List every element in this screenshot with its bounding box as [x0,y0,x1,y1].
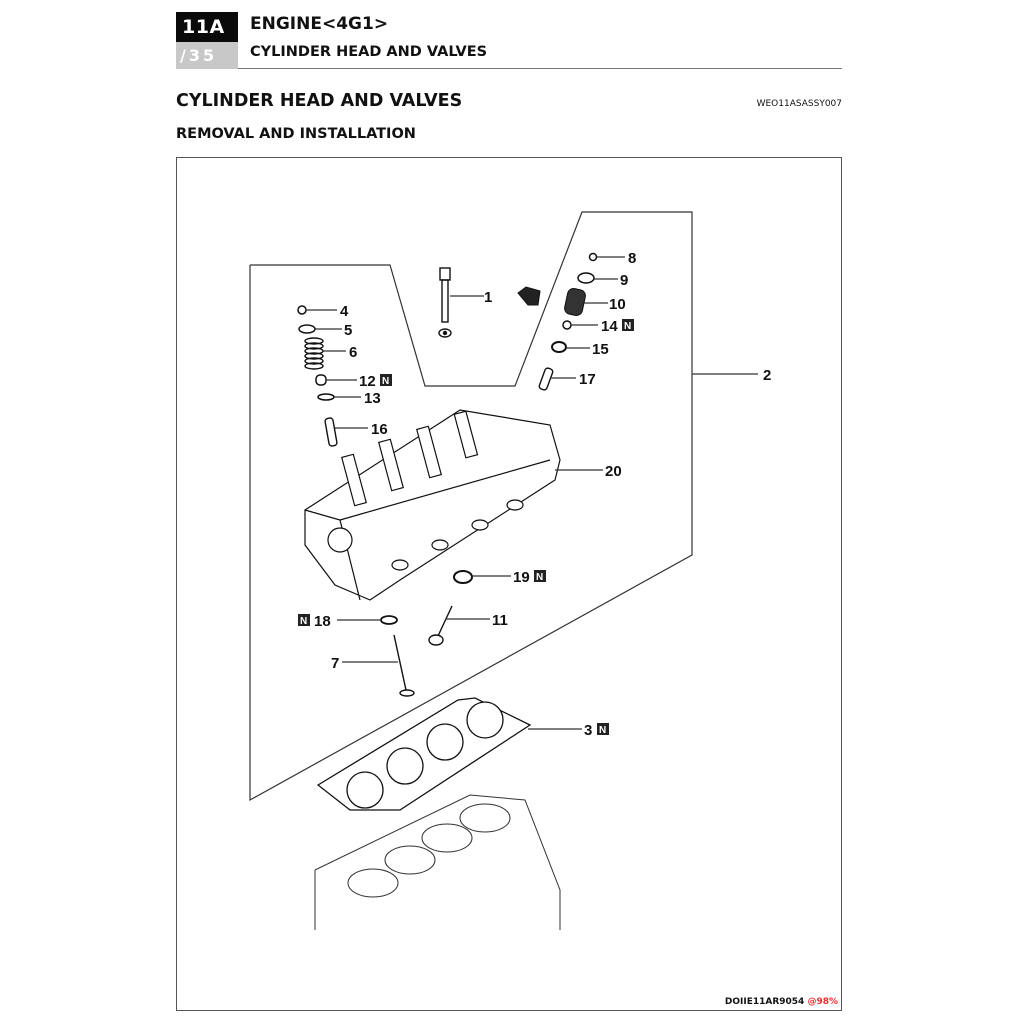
callout-9: 9 [620,272,628,289]
spring-part-r [564,288,586,316]
callout-8: 8 [628,250,636,267]
callout-16: 16 [371,421,388,438]
new-part-badge-12 [380,374,392,386]
valve-guide-part [324,417,338,447]
new-part-badge-18 [298,614,310,626]
spring-seat-part [317,393,335,401]
new-part-badge-19 [534,570,546,582]
assembly-outline [249,211,693,802]
callout-3: 3 [584,722,592,739]
cylinder-block-part [314,794,561,930]
exhaust-valve-part [428,605,453,646]
callout-19: 19 [513,569,530,586]
new-part-badge-3 [597,723,609,735]
seat-part-r [551,341,567,353]
callout-15: 15 [592,341,609,358]
new-part-mark-12: N [382,376,389,387]
callout-6: 6 [349,344,357,361]
callout-11: 11 [492,612,508,629]
callout-14: 14 [601,318,618,335]
new-part-mark-3: N [599,725,606,736]
cam-seal-part [380,615,398,625]
new-part-mark-14: N [624,321,631,332]
header-subtitle: CYLINDER HEAD AND VALVES [250,44,488,60]
section-title: REMOVAL AND INSTALLATION [176,126,416,142]
callout-7: 7 [331,655,339,672]
seal-part-r [562,320,572,330]
cotter-part-r [588,252,598,262]
callout-10: 10 [609,296,626,313]
callout-18: 18 [314,613,331,630]
figure-code: DOIIE11AR9054 @98% [725,997,838,1007]
header-title: ENGINE<4G1> [250,14,389,34]
callout-20: 20 [605,463,622,480]
callout-2: 2 [763,367,771,384]
document-code: WEO11ASASSY007 [756,99,842,109]
callout-13: 13 [364,390,381,407]
page-title: CYLINDER HEAD AND VALVES [176,91,463,111]
callout-12: 12 [359,373,376,390]
leader-lines [306,256,758,730]
guide-part-r [538,367,554,391]
new-part-mark-19: N [536,572,543,583]
cylinder-head-part [304,409,561,601]
callout-5: 5 [344,322,352,339]
figure-frame [176,157,842,1011]
stem-seal-part [315,374,327,386]
callout-4: 4 [340,303,349,320]
retainer-part-r [577,272,595,284]
header-divider [238,68,842,69]
figure-code-id: DOIIE11AR9054 [724,997,805,1007]
plug-seal-part [453,570,473,584]
new-part-badge-14 [622,319,634,331]
head-bolt-part [438,267,452,338]
figure-zoom: @98% [807,997,838,1007]
valve-spring-part [304,337,324,370]
callout-17: 17 [579,371,596,388]
section-code-badge: 11A [176,12,238,42]
bracket-part [517,286,541,306]
head-gasket-part [316,697,532,811]
new-part-mark-18: N [300,616,307,627]
intake-valve-part [393,634,415,697]
page-number: /35 [176,42,238,69]
callout-1: 1 [484,289,492,306]
valve-cotter-part [297,305,307,315]
retainer-part [298,324,316,334]
